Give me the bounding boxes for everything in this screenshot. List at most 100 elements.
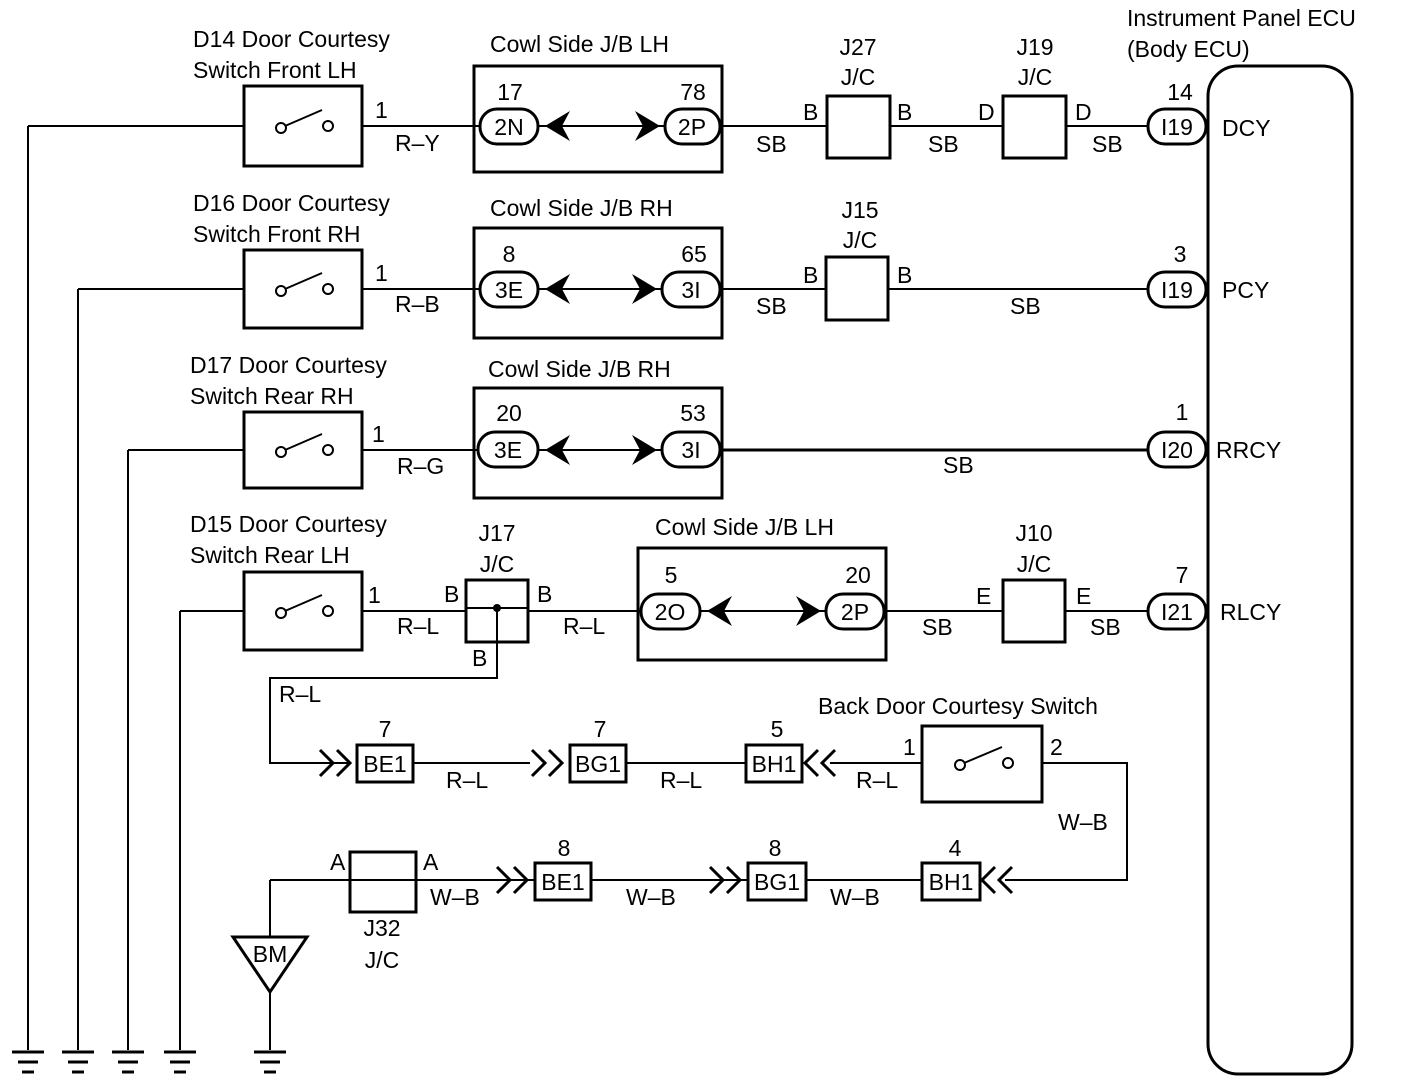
svg-text:R–L: R–L: [563, 613, 605, 639]
row-d14: D14 Door Courtesy Switch Front LH 1 R–Y …: [28, 26, 1271, 174]
svg-text:Switch Front LH: Switch Front LH: [193, 57, 357, 83]
svg-text:J17: J17: [478, 520, 515, 546]
svg-text:5: 5: [665, 562, 678, 588]
svg-text:D14 Door Courtesy: D14 Door Courtesy: [193, 26, 390, 52]
svg-text:5: 5: [771, 716, 784, 742]
svg-text:20: 20: [496, 400, 522, 426]
svg-text:SB: SB: [1090, 614, 1121, 640]
svg-text:BH1: BH1: [929, 869, 974, 895]
svg-text:65: 65: [681, 241, 707, 267]
svg-text:W–B: W–B: [430, 884, 480, 910]
door-switch-d14: [242, 84, 364, 168]
svg-text:Cowl Side J/B RH: Cowl Side J/B RH: [490, 195, 673, 221]
svg-text:Cowl Side J/B LH: Cowl Side J/B LH: [490, 31, 669, 57]
svg-text:7: 7: [379, 716, 392, 742]
svg-text:SB: SB: [943, 452, 974, 478]
svg-text:W–B: W–B: [1058, 809, 1108, 835]
svg-text:E: E: [1076, 583, 1091, 609]
svg-text:B: B: [472, 645, 487, 671]
svg-text:8: 8: [503, 241, 516, 267]
ecu-pin-rlcy: RLCY: [1220, 599, 1281, 625]
svg-text:R–L: R–L: [279, 681, 321, 707]
svg-text:B: B: [444, 581, 459, 607]
svg-text:BM: BM: [253, 941, 288, 967]
svg-text:BG1: BG1: [575, 751, 621, 777]
svg-text:Switch Rear LH: Switch Rear LH: [190, 542, 350, 568]
svg-text:3I: 3I: [681, 277, 700, 303]
svg-text:J/C: J/C: [843, 227, 878, 253]
svg-text:1: 1: [368, 582, 381, 608]
svg-text:17: 17: [497, 79, 523, 105]
svg-text:J/C: J/C: [365, 947, 400, 973]
svg-text:J/C: J/C: [841, 64, 876, 90]
svg-text:Cowl Side J/B RH: Cowl Side J/B RH: [488, 356, 671, 382]
svg-text:A: A: [330, 849, 346, 875]
svg-text:8: 8: [558, 835, 571, 861]
back-door-circuit: Back Door Courtesy Switch BE1 7 R–L BG1 …: [230, 693, 1128, 995]
svg-text:3I: 3I: [681, 437, 700, 463]
svg-text:B: B: [803, 262, 818, 288]
svg-text:2P: 2P: [841, 599, 869, 625]
ecu-title: Instrument Panel ECU: [1127, 5, 1356, 31]
svg-text:1: 1: [1176, 399, 1189, 425]
svg-text:A: A: [423, 849, 439, 875]
svg-text:Back Door Courtesy Switch: Back Door Courtesy Switch: [818, 693, 1098, 719]
svg-text:J27: J27: [839, 34, 876, 60]
svg-text:2P: 2P: [678, 114, 706, 140]
svg-text:D: D: [1075, 99, 1092, 125]
ecu-pin-rrcy: RRCY: [1216, 437, 1281, 463]
svg-text:SB: SB: [1010, 293, 1041, 319]
svg-text:2: 2: [1050, 734, 1063, 760]
svg-text:R–L: R–L: [446, 767, 488, 793]
svg-text:4: 4: [949, 835, 962, 861]
svg-text:R–L: R–L: [397, 613, 439, 639]
svg-text:7: 7: [1176, 562, 1189, 588]
svg-text:14: 14: [1167, 79, 1193, 105]
svg-text:D: D: [978, 99, 995, 125]
svg-text:20: 20: [845, 562, 871, 588]
svg-text:BE1: BE1: [363, 751, 406, 777]
svg-text:78: 78: [680, 79, 706, 105]
svg-text:1: 1: [375, 97, 388, 123]
row-d15: D15 Door Courtesy Switch Rear LH 1 R–L J…: [180, 511, 1281, 764]
svg-text:B: B: [897, 99, 912, 125]
svg-text:J19: J19: [1016, 34, 1053, 60]
svg-text:J32: J32: [363, 915, 400, 941]
svg-text:B: B: [803, 99, 818, 125]
ground-icons: [12, 1050, 286, 1074]
svg-text:1: 1: [375, 260, 388, 286]
svg-text:R–B: R–B: [395, 291, 440, 317]
svg-text:2O: 2O: [655, 599, 686, 625]
svg-text:I19: I19: [1161, 114, 1193, 140]
svg-text:W–B: W–B: [626, 884, 676, 910]
svg-text:R–Y: R–Y: [395, 130, 440, 156]
svg-text:J10: J10: [1015, 520, 1052, 546]
ecu-pin-dcy: DCY: [1222, 115, 1271, 141]
svg-text:I20: I20: [1161, 437, 1193, 463]
svg-text:J/C: J/C: [1017, 551, 1052, 577]
svg-text:BH1: BH1: [752, 751, 797, 777]
svg-text:Switch Rear RH: Switch Rear RH: [190, 383, 354, 409]
svg-text:SB: SB: [756, 131, 787, 157]
ecu-body: [1206, 64, 1354, 1076]
svg-text:BE1: BE1: [541, 869, 584, 895]
svg-text:Cowl Side J/B LH: Cowl Side J/B LH: [655, 514, 834, 540]
ecu-subtitle: (Body ECU): [1127, 36, 1250, 62]
svg-text:J15: J15: [841, 197, 878, 223]
svg-text:D15 Door Courtesy: D15 Door Courtesy: [190, 511, 387, 537]
svg-text:SB: SB: [1092, 131, 1123, 157]
svg-text:R–G: R–G: [397, 453, 444, 479]
svg-text:W–B: W–B: [830, 884, 880, 910]
svg-text:R–L: R–L: [856, 767, 898, 793]
svg-text:D17 Door Courtesy: D17 Door Courtesy: [190, 352, 387, 378]
svg-text:SB: SB: [756, 293, 787, 319]
svg-text:I21: I21: [1161, 599, 1193, 625]
svg-text:BG1: BG1: [754, 869, 800, 895]
svg-text:SB: SB: [922, 614, 953, 640]
svg-text:8: 8: [769, 835, 782, 861]
svg-text:3E: 3E: [495, 277, 523, 303]
svg-text:E: E: [976, 583, 991, 609]
svg-text:Switch Front RH: Switch Front RH: [193, 221, 360, 247]
svg-text:I19: I19: [1161, 277, 1193, 303]
